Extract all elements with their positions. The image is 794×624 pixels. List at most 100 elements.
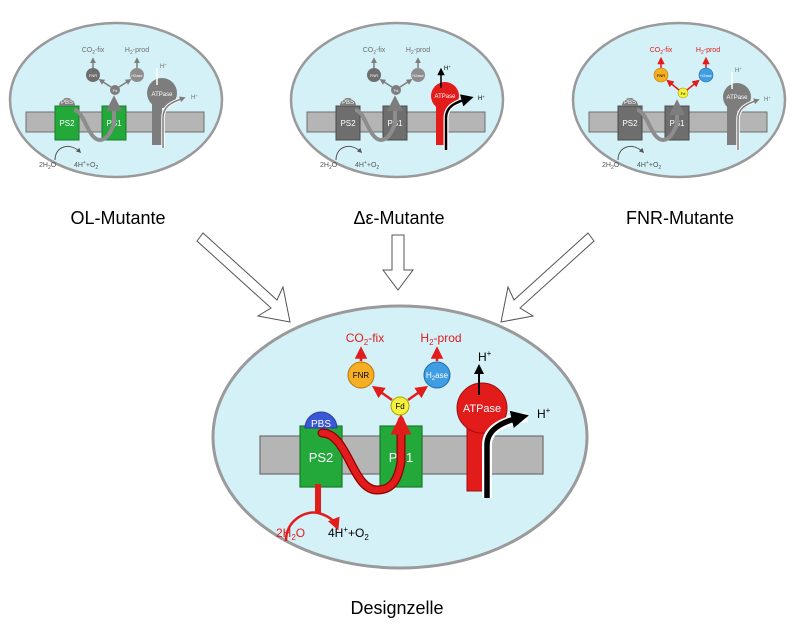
water-label: 2H2O xyxy=(320,162,338,171)
product-label: 4H++O2 xyxy=(637,160,661,171)
fd-to-fnr-arrow xyxy=(98,79,112,88)
fnr-node xyxy=(86,68,100,82)
fd-to-h2ase-arrow xyxy=(686,79,700,91)
water-label: 2H2O xyxy=(276,526,305,542)
arrow-from-fnr xyxy=(500,232,595,323)
atpase-stalk xyxy=(727,100,737,145)
fd-to-fnr-arrow xyxy=(371,385,393,402)
ps2-label: PS2 xyxy=(340,119,356,128)
h2ase-node xyxy=(423,361,451,389)
h-plus-label-top: H+ xyxy=(478,349,492,364)
water-split-arrow xyxy=(54,145,82,161)
atpase-label: ATPase xyxy=(152,92,174,98)
h2ase-label: H2ase xyxy=(700,73,712,78)
fnr-node xyxy=(367,68,381,82)
proton-flow-arrow xyxy=(737,98,760,150)
fnr-label: FNR xyxy=(353,371,370,380)
co2-fix-label: CO2-fix xyxy=(363,47,386,56)
fd-label: Fd xyxy=(394,88,399,93)
pbs-antenna xyxy=(340,98,356,106)
ps2-label: PS2 xyxy=(622,119,638,128)
fnr-label: FNR xyxy=(89,73,97,78)
fd-label: Fd xyxy=(113,88,118,93)
proton-flow-arrow xyxy=(484,410,529,498)
cell-fnr-mutante: PBS PS2 PS1 2H2O 4H++O2 Fd FNR H2ase CO2… xyxy=(571,21,787,179)
product-label: 4H++O2 xyxy=(74,160,98,171)
water-split-arrow xyxy=(335,145,363,161)
pbs-label: PBS xyxy=(311,419,331,430)
caption-ol-mutante: OL-Mutante xyxy=(70,208,165,228)
fd-to-fnr-arrow xyxy=(379,79,393,88)
product-label: 4H++O2 xyxy=(355,160,379,171)
cell-ol-mutante: PBS PS2 PS1 2H2O 4H++O2 Fd FNR H2ase CO2… xyxy=(8,21,224,179)
fnr-label: FNR xyxy=(370,73,378,78)
arrow-from-delta-epsilon xyxy=(382,234,414,291)
electron-path-arrow xyxy=(636,99,685,143)
h-plus-label-side: H+ xyxy=(478,94,485,102)
electron-path-arrow xyxy=(354,95,403,143)
electron-path-arrow xyxy=(318,413,412,494)
pbs-antenna xyxy=(622,98,638,106)
fd-node xyxy=(390,396,410,416)
proton-flow-arrow xyxy=(162,96,186,148)
h2ase-label: H2ase xyxy=(131,73,143,78)
water-split-arrow xyxy=(617,145,645,161)
pbs-label: PBS xyxy=(342,100,354,106)
co2-fix-label: CO2-fix xyxy=(650,47,673,56)
fd-node xyxy=(110,85,120,95)
h-plus-label-top: H+ xyxy=(160,62,167,70)
atpase-head xyxy=(147,78,177,108)
fd-to-h2ase-arrow xyxy=(399,79,413,88)
water-label: 2H2O xyxy=(602,162,620,171)
co2-fix-label: CO2-fix xyxy=(346,331,384,347)
water-label: 2H2O xyxy=(39,162,57,171)
pbs-antenna xyxy=(304,411,338,429)
electron-path-arrow xyxy=(73,95,122,143)
fd-to-h2ase-arrow xyxy=(118,79,132,88)
atpase-label: ATPase xyxy=(463,403,501,415)
fd-label: Fd xyxy=(681,91,686,96)
proton-flow-arrow xyxy=(444,94,474,150)
water-split-arrow xyxy=(284,511,340,542)
fd-node xyxy=(391,85,401,95)
h-plus-label-side: H+ xyxy=(764,95,771,103)
pbs-label: PBS xyxy=(61,100,73,106)
fd-node xyxy=(677,87,689,99)
h2-prod-label: H2-prod xyxy=(420,331,461,347)
arrow-from-ol xyxy=(196,232,291,323)
h2ase-label: H2ase xyxy=(426,371,449,382)
h-plus-label-side: H+ xyxy=(191,93,198,101)
fd-to-fnr-arrow xyxy=(666,79,680,91)
h-plus-label-side: H+ xyxy=(537,406,551,421)
ps2-label: PS2 xyxy=(309,450,334,465)
fd-to-h2ase-arrow xyxy=(407,385,429,402)
caption-fnr-mutante: FNR-Mutante xyxy=(626,208,734,228)
ps2-label: PS2 xyxy=(59,119,75,128)
atpase-head xyxy=(723,83,751,111)
atpase-stalk xyxy=(152,100,162,145)
atpase-label: ATPase xyxy=(435,94,457,100)
cell-delta-epsilon-mutante: PBS PS2 PS1 2H2O 4H++O2 Fd FNR H2ase CO2… xyxy=(289,21,505,179)
merge-arrows xyxy=(196,232,595,323)
product-label: 4H++O2 xyxy=(328,525,369,542)
h2-prod-label: H2-prod xyxy=(125,47,149,56)
h2ase-node xyxy=(411,68,425,82)
h2ase-node xyxy=(130,68,144,82)
h2-prod-label: H2-prod xyxy=(406,47,430,56)
pbs-antenna xyxy=(59,98,75,106)
fnr-node xyxy=(347,361,375,389)
caption-delta-epsilon-mutante: Δε-Mutante xyxy=(353,208,444,228)
caption-designzelle: Designzelle xyxy=(350,598,443,618)
h-plus-label-top: H+ xyxy=(735,66,742,74)
atpase-head xyxy=(456,382,508,434)
fnr-label: FNR xyxy=(657,73,665,78)
cell-designzelle: PBS PS2 PS1 2H2O 4H++O2 Fd FNR H2ase CO2… xyxy=(211,304,589,570)
h2-prod-label: H2-prod xyxy=(696,47,720,56)
atpase-stalk xyxy=(436,100,446,145)
h2ase-label: H2ase xyxy=(412,73,424,78)
atpase-label: ATPase xyxy=(727,95,749,101)
co2-fix-label: CO2-fix xyxy=(82,47,105,56)
pbs-label: PBS xyxy=(624,100,636,106)
h-plus-label-top: H+ xyxy=(444,64,451,72)
